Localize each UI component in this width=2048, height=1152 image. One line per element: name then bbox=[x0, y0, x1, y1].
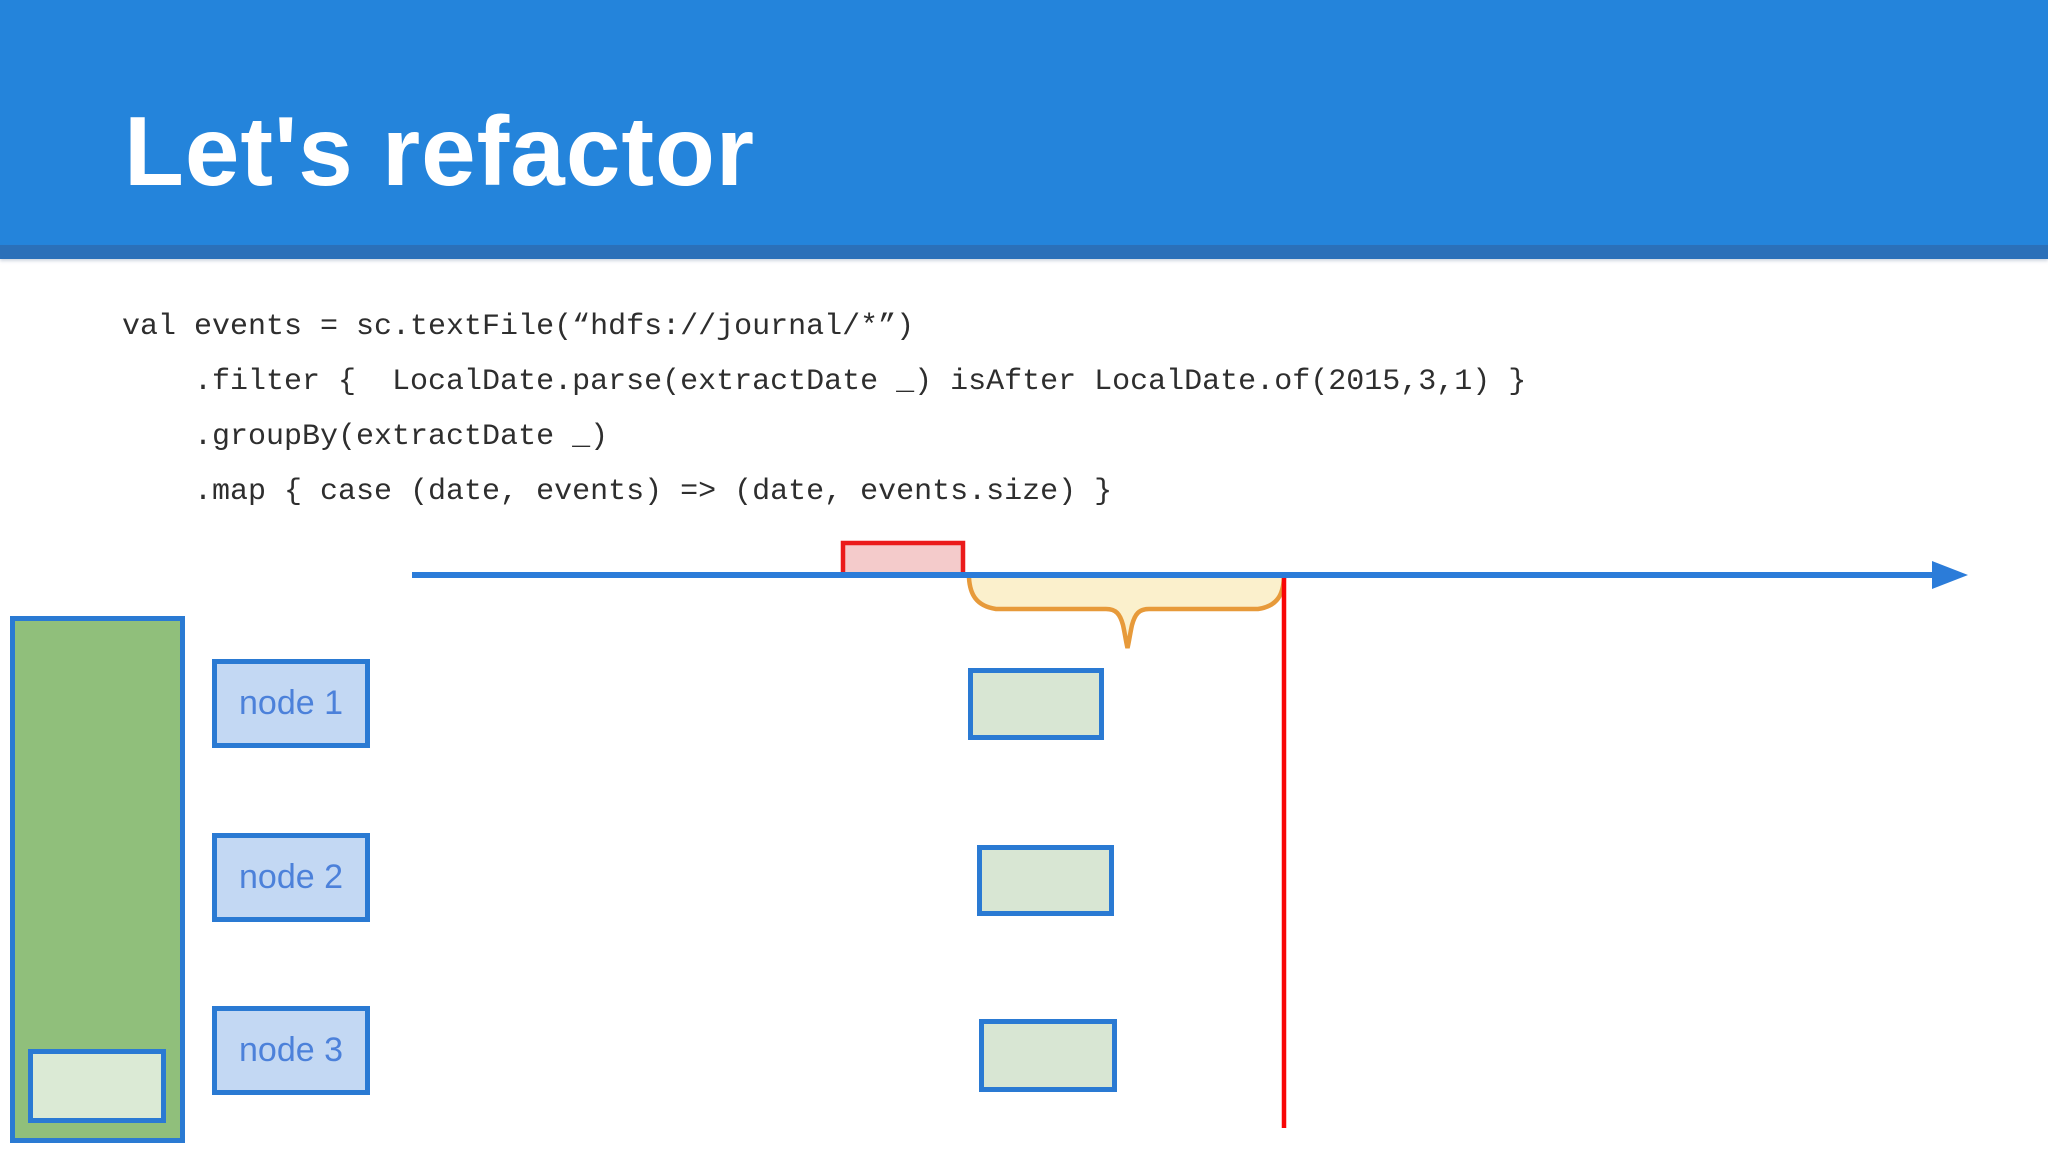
grouped-data-block-3 bbox=[979, 1019, 1117, 1092]
highlight-range-box bbox=[840, 540, 966, 578]
code-line-1: val events = sc.textFile(“hdfs://journal… bbox=[122, 310, 915, 344]
timeline-arrowhead-icon bbox=[1932, 561, 1968, 589]
node-2-box: node 2 bbox=[212, 833, 370, 922]
code-block: val events = sc.textFile(“hdfs://journal… bbox=[122, 300, 1526, 520]
slide-header: Let's refactor bbox=[0, 0, 2048, 245]
code-line-3: .groupBy(extractDate _) bbox=[122, 420, 609, 454]
node-1-box: node 1 bbox=[212, 659, 370, 748]
code-line-2: .filter { LocalDate.parse(extractDate _)… bbox=[122, 365, 1527, 399]
node-3-label: node 3 bbox=[239, 1031, 343, 1069]
hdfs-data-chunk bbox=[28, 1049, 166, 1123]
code-line-4: .map { case (date, events) => (date, eve… bbox=[122, 475, 1113, 509]
group-brace-fill bbox=[969, 578, 1284, 648]
node-3-box: node 3 bbox=[212, 1006, 370, 1095]
page-title: Let's refactor bbox=[124, 96, 755, 206]
grouped-data-block-1 bbox=[968, 668, 1104, 740]
header-accent-strip bbox=[0, 245, 2048, 259]
node-1-label: node 1 bbox=[239, 684, 343, 722]
grouped-data-block-2 bbox=[977, 845, 1114, 916]
node-2-label: node 2 bbox=[239, 858, 343, 896]
group-brace-outline bbox=[966, 575, 1287, 649]
